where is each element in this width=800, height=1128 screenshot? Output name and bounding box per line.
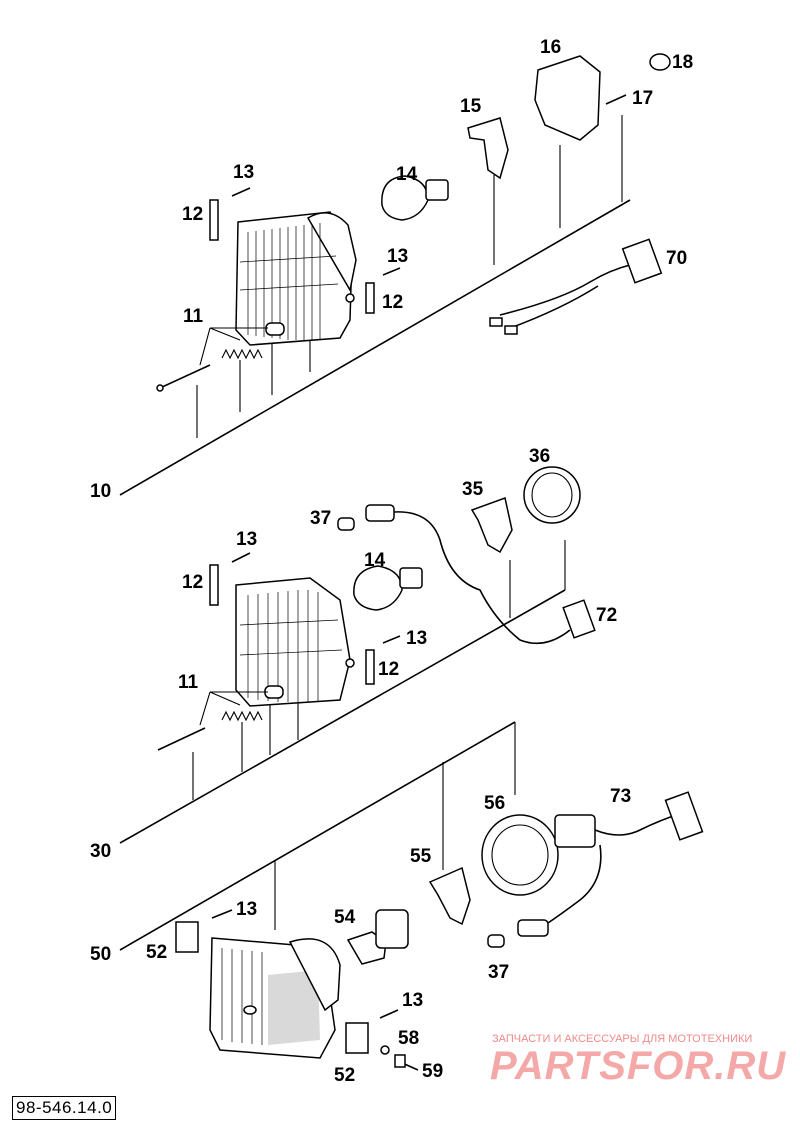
label-10: 10 [90,481,111,502]
label-59: 59 [422,1061,443,1082]
bulb-37-lower [487,919,549,948]
screw-13-lower [382,267,401,276]
bracket-52-upper [175,921,199,953]
wiring-harness-70 [489,238,663,335]
screw-11-long [157,727,206,751]
headlight-housing-10 [235,211,357,346]
nut-11 [265,322,285,336]
label-37-upper: 37 [310,508,331,529]
label-30: 30 [90,841,111,862]
label-16: 16 [540,37,561,58]
bulb-37-upper [337,504,395,531]
label-70: 70 [666,248,687,269]
clip-12-upper [209,199,219,241]
bracket-15 [467,117,509,180]
spring-11 [221,348,263,360]
socket-35 [470,497,513,554]
screw-11-long [156,364,211,392]
label-13-upper2: 13 [236,529,257,550]
screw-13-upper [231,187,251,197]
label-13-lower3: 13 [402,990,423,1011]
watermark-caption: ЗАПЧАСТИ И АКСЕССУАРЫ ДЛЯ МОТОТЕХНИКИ [492,1033,753,1045]
headlight-housing-50 [209,937,341,1059]
leader-line-50 [119,721,516,951]
document-number: 98-546.14.0 [12,1096,117,1120]
screw-17 [605,94,627,105]
label-13-mid: 13 [387,246,408,267]
cover-16 [534,55,601,141]
leader-line-30 [119,589,566,844]
label-56: 56 [484,793,505,814]
spring-11 [221,710,263,722]
label-37-lower: 37 [488,962,509,983]
label-11-bottom: 11 [178,672,199,693]
label-58: 58 [398,1028,419,1049]
label-12-top: 12 [182,204,203,225]
assembly-10 [119,53,671,496]
label-55: 55 [410,846,432,867]
clip-12-lower [365,649,375,685]
screw-13-lower [379,1009,399,1019]
socket-55 [428,866,471,926]
screw-13-lower [382,635,401,644]
label-54: 54 [334,907,356,928]
callout-labels: 10 11 12 12 13 13 14 15 16 17 18 70 30 1… [90,37,693,1086]
label-14-bottom: 14 [364,550,386,571]
bracket-52-lower [345,1022,369,1054]
label-35: 35 [462,479,484,500]
bulb-14-upper [381,175,449,221]
reflector-ring-56 [481,814,559,896]
label-50: 50 [90,944,111,965]
watermark-logo: PARTSFOR.RU [490,1044,787,1088]
label-15: 15 [460,96,482,117]
wiring-cable-50 [544,844,602,926]
label-13-lower2: 13 [406,628,427,649]
connector-72 [562,599,596,639]
clip-12-upper [209,564,219,606]
label-12-mid: 12 [382,292,403,313]
label-52-lower: 52 [334,1065,355,1086]
grommet-18 [649,53,671,71]
bulb-14-lower [353,565,423,611]
washer-58 [380,1045,390,1055]
label-36: 36 [529,446,550,467]
label-18: 18 [672,52,693,73]
label-12-upper2: 12 [182,572,203,593]
label-11-top: 11 [183,306,204,327]
bulb-54 [346,909,409,965]
label-73: 73 [610,786,631,807]
label-13-upper3: 13 [236,899,257,920]
wiring-cable-30 [393,511,571,645]
connector-73-block [554,791,704,848]
leader-line-10 [119,199,631,496]
label-52-upper: 52 [146,942,167,963]
label-12-lower2: 12 [378,659,399,680]
assembly-50 [119,721,704,1071]
screw-13-upper [211,909,233,919]
label-13-top: 13 [233,162,254,183]
clip-12-lower [365,282,375,314]
screw-13-upper [231,552,251,563]
label-14-top: 14 [396,164,418,185]
label-72: 72 [596,605,617,626]
label-17: 17 [632,88,653,109]
reflector-ring-36 [523,466,581,524]
bolt-59 [394,1054,419,1071]
headlight-housing-30 [235,577,355,707]
assembly-30 [119,466,596,844]
